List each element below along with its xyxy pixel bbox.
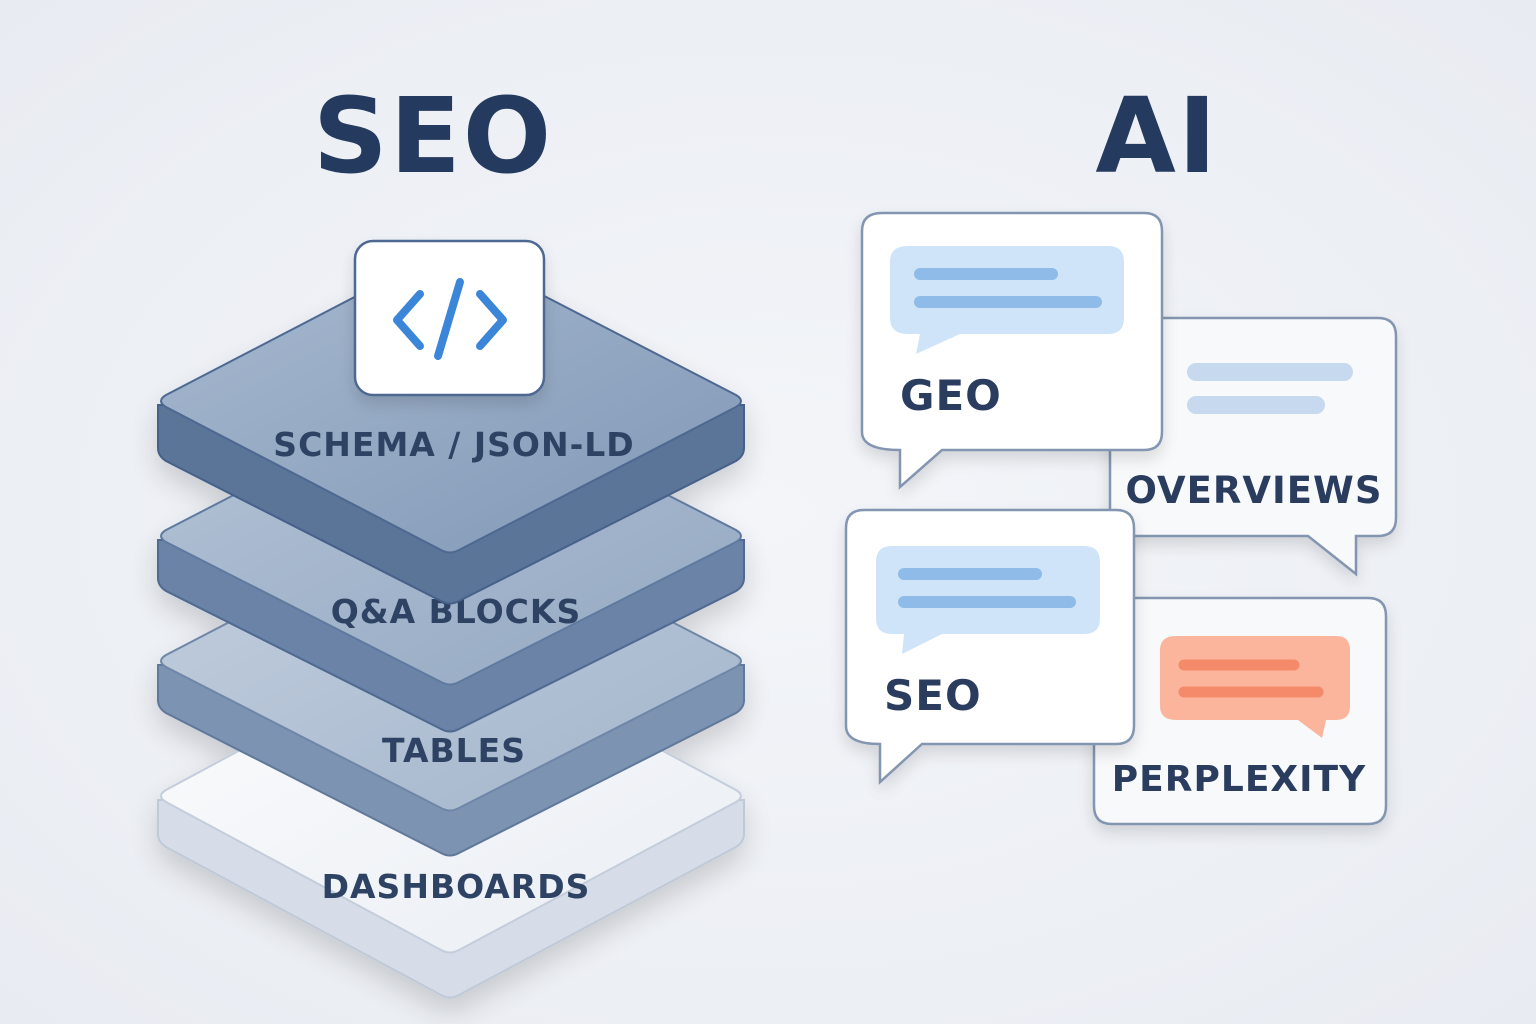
bubble-perplexity: PERPLEXITY bbox=[1092, 596, 1388, 826]
chat-message-icon bbox=[1187, 363, 1353, 414]
layer-label-tables: TABLES bbox=[382, 731, 526, 770]
bubble-seo: SEO bbox=[844, 508, 1136, 785]
chat-message-icon bbox=[890, 246, 1124, 354]
code-icon-card bbox=[353, 239, 546, 397]
seo-title: SEO bbox=[313, 75, 553, 197]
chat-message-icon bbox=[1160, 636, 1350, 738]
layer-label-dashboards: DASHBOARDS bbox=[322, 867, 591, 906]
bubble-geo: GEO bbox=[860, 211, 1164, 490]
layer-label-schema: SCHEMA / JSON-LD bbox=[273, 425, 634, 464]
bubble-label-geo: GEO bbox=[900, 371, 1002, 420]
bubble-label-perplexity: PERPLEXITY bbox=[1112, 759, 1366, 800]
ai-title: AI bbox=[1095, 75, 1218, 197]
chat-message-icon bbox=[876, 546, 1100, 654]
code-brackets-icon bbox=[393, 278, 507, 360]
layer-stack: DASHBOARDS TABLES Q&A BLOCKS SCHEMA / JS… bbox=[157, 248, 745, 999]
layer-schema: SCHEMA / JSON-LD bbox=[157, 248, 745, 605]
bubble-label-overviews: OVERVIEWS bbox=[1126, 469, 1383, 512]
bubble-label-seo: SEO bbox=[884, 671, 982, 720]
bubble-overviews: OVERVIEWS bbox=[1108, 316, 1398, 577]
